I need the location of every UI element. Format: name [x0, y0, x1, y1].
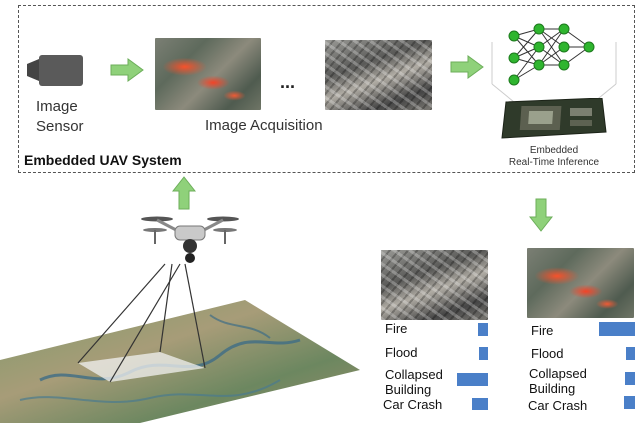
result1-bar-car-crash	[472, 398, 488, 410]
result2-class-collapsed-line1: Collapsed	[529, 366, 587, 381]
ellipsis: ...	[280, 72, 296, 92]
result2-bar-fire	[599, 322, 635, 336]
drone-icon	[141, 216, 239, 263]
result2-class-collapsed-line2: Building	[529, 381, 576, 396]
acquired-rubble-image	[325, 40, 432, 110]
result1-bar-collapsed-building	[457, 373, 488, 386]
inference-label-line2: Real-Time Inference	[508, 157, 600, 168]
result2-class-flood: Flood	[531, 346, 564, 361]
result2-bar-collapsed-building	[625, 372, 635, 385]
embedded-uav-system-box	[18, 5, 635, 173]
result1-class-collapsed-line1: Collapsed	[385, 367, 443, 382]
result1-bar-flood	[479, 347, 488, 360]
result2-bar-car-crash	[624, 396, 635, 409]
arrow-up-icon	[172, 176, 196, 210]
result2-class-fire: Fire	[531, 323, 554, 338]
neural-network-icon	[491, 23, 617, 103]
arrow-right-icon	[110, 58, 144, 82]
image-acquisition-label: Image Acquisition	[205, 117, 323, 134]
inference-label-line1: Embedded	[529, 145, 579, 156]
image-sensor-label-line1: Image	[36, 98, 78, 115]
result1-class-fire: Fire	[385, 321, 408, 336]
result1-bar-fire	[478, 323, 488, 336]
result1-class-flood: Flood	[385, 345, 418, 360]
result1-class-collapsed-line2: Building	[385, 382, 432, 397]
result-fire-image	[527, 248, 634, 318]
result-rubble-image	[381, 250, 488, 320]
result2-bar-flood	[626, 347, 635, 360]
image-sensor-label-line2: Sensor	[36, 118, 84, 135]
arrow-down-icon	[529, 198, 553, 232]
terrain-map	[0, 263, 360, 423]
system-title: Embedded UAV System	[24, 152, 182, 168]
result2-class-carcrash: Car Crash	[528, 398, 588, 413]
camera-icon	[27, 55, 83, 86]
arrow-right-icon	[450, 55, 484, 79]
embedded-board-icon	[501, 98, 607, 139]
acquired-fire-image	[155, 38, 261, 110]
result1-class-carcrash: Car Crash	[383, 397, 443, 412]
